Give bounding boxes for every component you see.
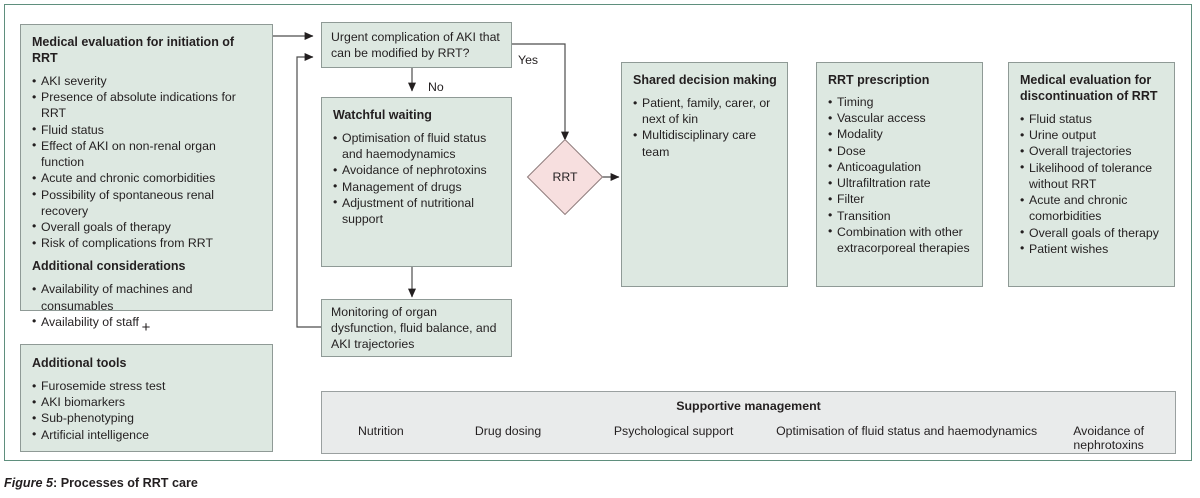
- list-item: Optimisation of fluid status and haemody…: [333, 129, 501, 162]
- supportive-item: Nutrition: [357, 424, 404, 438]
- list-item: Risk of complications from RRT: [32, 235, 262, 251]
- box-heading: Medical evaluation for initiation of RRT: [32, 35, 235, 65]
- decision-node-label: RRT: [552, 170, 578, 184]
- list-item: Anticoagulation: [828, 158, 972, 175]
- list-item: Overall trajectories: [1020, 143, 1164, 159]
- plus-symbol: +: [141, 319, 151, 336]
- box-medical-evaluation-discontinuation: Medical evaluation for discontinuation o…: [1008, 62, 1175, 287]
- list-item: Patient wishes: [1020, 240, 1164, 257]
- decision-node-rrt: RRT: [526, 138, 604, 216]
- panel-supportive-management: Supportive management Nutrition Drug dos…: [321, 391, 1176, 454]
- box-shared-decision-making: Shared decision making Patient, family, …: [621, 62, 788, 287]
- box-watchful-waiting: Watchful waiting Optimisation of fluid s…: [321, 97, 512, 267]
- list-item: Effect of AKI on non-renal organ functio…: [32, 137, 262, 170]
- list-item: Adjustment of nutritional support: [333, 194, 501, 227]
- list-item: AKI biomarkers: [32, 394, 262, 410]
- panel-items: Nutrition Drug dosing Psychological supp…: [322, 424, 1175, 452]
- list-item: Dose: [828, 142, 972, 159]
- plain-list: Furosemide stress test AKI biomarkers Su…: [32, 377, 262, 443]
- list-item: Filter: [828, 191, 972, 207]
- box-subheading: Additional considerations: [32, 259, 186, 274]
- bullet-list: Patient, family, carer, or next of kin M…: [633, 94, 777, 160]
- box-heading: RRT prescription: [828, 73, 930, 87]
- list-item: Presence of absolute indications for RRT: [32, 89, 262, 121]
- figure-number: Figure 5: [4, 476, 53, 490]
- list-item: Acute and chronic comorbidities: [32, 170, 262, 186]
- box-heading: Medical evaluation for discontinuation o…: [1020, 73, 1158, 103]
- supportive-item: Psychological support: [613, 424, 734, 438]
- list-item: Fluid status: [32, 121, 262, 138]
- supportive-item: Drug dosing: [474, 424, 542, 438]
- bullet-list: Optimisation of fluid status and haemody…: [333, 129, 501, 227]
- list-item: Vascular access: [828, 110, 972, 126]
- box-text: Monitoring of organ dysfunction, fluid b…: [331, 304, 497, 352]
- figure-outer-frame: [4, 4, 1192, 461]
- bullet-list: AKI severity Presence of absolute indica…: [32, 72, 262, 251]
- list-item: Sub-phenotyping: [32, 410, 262, 426]
- list-item: Availability of machines and consumables: [32, 281, 262, 313]
- list-item: Avoidance of nephrotoxins: [333, 162, 501, 178]
- list-item: Timing: [828, 93, 972, 110]
- box-additional-tools: Additional tools Furosemide stress test …: [20, 344, 273, 452]
- supportive-item: Avoidance of nephrotoxins: [1073, 424, 1145, 452]
- edge-label-no: No: [428, 80, 444, 94]
- list-item: Acute and chronic comorbidities: [1020, 192, 1164, 224]
- list-item: Overall goals of therapy: [1020, 224, 1164, 241]
- list-item: Multidisciplinary care team: [633, 127, 777, 159]
- box-heading: Watchful waiting: [333, 108, 432, 122]
- figure-caption-separator: :: [53, 476, 61, 490]
- box-medical-evaluation-initiation: Medical evaluation for initiation of RRT…: [20, 24, 273, 330]
- box-rrt-prescription: RRT prescription Timing Vascular access …: [816, 62, 983, 287]
- box-urgent-complication: Urgent complication of AKI that can be m…: [321, 22, 512, 68]
- bullet-list: Timing Vascular access Modality Dose Ant…: [828, 93, 972, 256]
- list-item: Ultrafiltration rate: [828, 175, 972, 191]
- list-item: Transition: [828, 207, 972, 224]
- list-item: Likelihood of tolerance without RRT: [1020, 159, 1164, 192]
- supportive-item: Optimisation of fluid status and haemody…: [776, 424, 1038, 438]
- panel-title: Supportive management: [676, 399, 821, 413]
- bullet-list-additional: Availability of machines and consumables…: [32, 281, 262, 330]
- box-text: Urgent complication of AKI that can be m…: [331, 29, 500, 60]
- figure-caption: Figure 5: Processes of RRT care: [4, 476, 198, 490]
- list-item: Combination with other extracorporeal th…: [828, 223, 972, 256]
- box-heading: Shared decision making: [633, 73, 777, 87]
- figure-caption-title: Processes of RRT care: [60, 476, 198, 490]
- bullet-list: Fluid status Urine output Overall trajec…: [1020, 110, 1164, 257]
- list-item: Overall goals of therapy: [32, 218, 262, 235]
- list-item: Management of drugs: [333, 178, 501, 195]
- list-item: Patient, family, carer, or next of kin: [633, 94, 777, 127]
- list-item: Possibility of spontaneous renal recover…: [32, 186, 262, 219]
- list-item: AKI severity: [32, 72, 262, 89]
- box-heading: Additional tools: [32, 356, 127, 370]
- list-item: Furosemide stress test: [32, 377, 262, 394]
- list-item: Urine output: [1020, 127, 1164, 143]
- list-item: Availability of staff: [32, 313, 262, 330]
- list-item: Artificial intelligence: [32, 426, 262, 443]
- list-item: Fluid status: [1020, 110, 1164, 127]
- list-item: Modality: [828, 126, 972, 142]
- edge-label-yes: Yes: [518, 53, 539, 67]
- box-monitoring: Monitoring of organ dysfunction, fluid b…: [321, 299, 512, 357]
